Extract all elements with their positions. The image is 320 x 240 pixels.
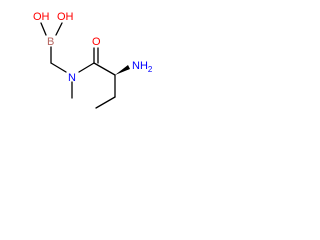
amine-nh: NH (132, 60, 148, 72)
structure-diagram: OH OH B O N NH2 (33, 11, 153, 109)
bond-ch2-ch3 (95, 96, 116, 109)
oh-left-label: OH (33, 11, 50, 23)
oxygen-label: O (92, 36, 101, 48)
nitrogen-label: N (68, 72, 76, 84)
bond-n-carbonyl (78, 62, 95, 73)
bond-ch2-n (50, 62, 67, 73)
amine-subscript: 2 (148, 65, 153, 74)
oh-right-label: OH (57, 11, 74, 23)
bond-b-oh-left (40, 22, 47, 36)
molecule-canvas: OH OH B O N NH2 (0, 0, 175, 133)
bond-carbonyl-calpha (93, 62, 116, 76)
bond-b-oh-right (55, 22, 63, 36)
wedge-bond-calpha-nh2 (115, 65, 130, 75)
boron-label: B (47, 36, 54, 48)
amine-label: NH2 (132, 60, 153, 74)
